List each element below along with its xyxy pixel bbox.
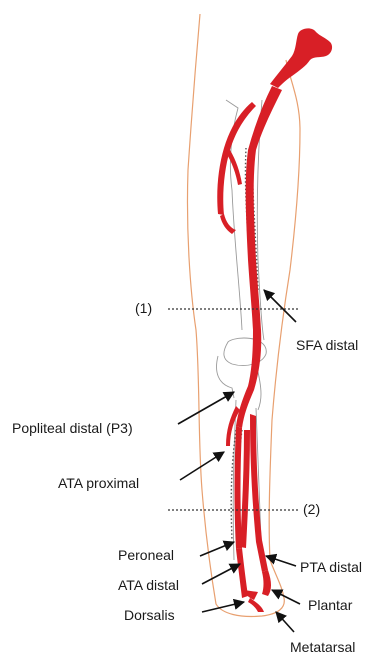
label-peroneal: Peroneal	[118, 547, 174, 563]
marker-level-1: (1)	[135, 300, 152, 316]
label-ata-distal: ATA distal	[118, 577, 179, 593]
arterial-tree	[217, 28, 332, 612]
marker-level-2: (2)	[303, 501, 320, 517]
arrow-sfa-distal	[264, 290, 296, 322]
arrow-ata-proximal	[180, 452, 224, 480]
arrow-popliteal-distal	[178, 392, 234, 424]
label-metatarsal: Metatarsal	[290, 639, 355, 655]
arrow-ata-distal	[202, 564, 240, 584]
label-dorsalis: Dorsalis	[124, 607, 175, 623]
label-sfa-distal: SFA distal	[296, 337, 358, 353]
label-plantar: Plantar	[308, 597, 353, 613]
label-popliteal-distal: Popliteal distal (P3)	[12, 420, 133, 436]
label-ata-proximal: ATA proximal	[58, 475, 139, 491]
arrow-plantar	[272, 590, 300, 604]
arrow-metatarsal	[276, 612, 294, 632]
label-pta-distal: PTA distal	[300, 559, 362, 575]
arrow-peroneal	[200, 542, 234, 556]
